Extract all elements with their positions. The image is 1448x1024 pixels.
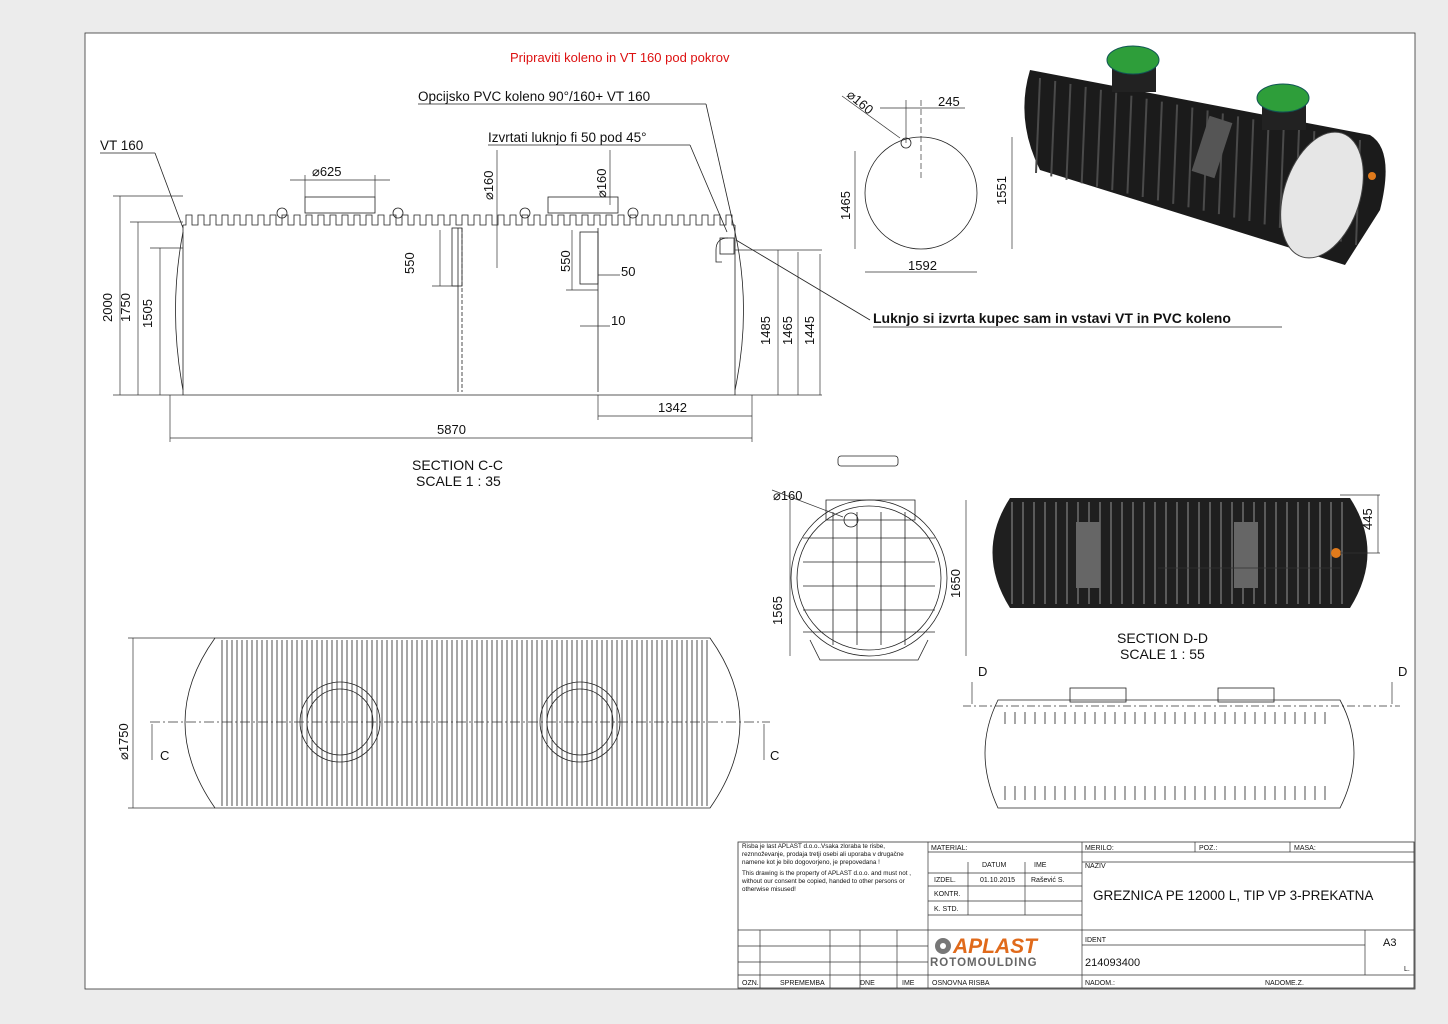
tb-kontr-label: KONTR. <box>934 891 961 898</box>
tb-ident-number: 214093400 <box>1085 957 1140 969</box>
dim-2000: 2000 <box>100 293 115 322</box>
section-cc-dimensions: 2000 1750 1505 ⌀625 ⌀160 ⌀160 550 550 50… <box>100 150 822 442</box>
dim-end-1592: 1592 <box>908 258 937 273</box>
tb-nadom: NADOM.: <box>1085 980 1115 987</box>
cut-c-left: C <box>160 748 169 763</box>
dim-550-a: 550 <box>402 252 417 274</box>
note-vt160: VT 160 <box>100 138 143 153</box>
aplast-logo: APLAST ROTOMOULDING <box>930 935 1039 969</box>
section-dd-scale: SCALE 1 : 55 <box>1120 646 1205 662</box>
title-block: Risba je last APLAST d.o.o..Vsaka zlorab… <box>737 841 1415 989</box>
dim-5870: 5870 <box>437 422 466 437</box>
tb-nadomez: NADOME.Z. <box>1265 980 1304 987</box>
note-drill-hole: Izvrtati luknjo fi 50 pod 45° <box>488 130 647 145</box>
ownership-notice-en: This drawing is the property of APLAST d… <box>742 870 911 893</box>
dim-1750: 1750 <box>118 293 133 322</box>
note-pvc-elbow: Opcijsko PVC koleno 90°/160+ VT 160 <box>418 89 650 104</box>
dim-end-1551: 1551 <box>994 176 1009 205</box>
section-cc-title: SECTION C-C <box>412 457 503 473</box>
dim-d160-a: ⌀160 <box>481 170 496 200</box>
tb-izdel-name: Rašević S. <box>1031 877 1065 884</box>
dim-550-b: 550 <box>558 250 573 272</box>
section-dd-view: 445 <box>992 494 1380 608</box>
dim-sec-d160: ⌀160 <box>773 488 803 503</box>
tb-dne: DNE <box>860 980 875 987</box>
front-view: D D <box>963 664 1407 809</box>
section-cc-view <box>175 196 744 396</box>
dim-1465: 1465 <box>780 316 795 345</box>
plan-view: ⌀1750 C C <box>116 637 779 809</box>
cut-d-right: D <box>1398 664 1407 679</box>
dim-10: 10 <box>611 313 625 328</box>
dim-plan-d1750: ⌀1750 <box>116 723 131 760</box>
tb-drawing-name: GREZNICA PE 12000 L, TIP VP 3-PREKATNA <box>1093 888 1373 903</box>
tb-sheet: L. <box>1404 966 1410 973</box>
ownership-notice-sl: Risba je last APLAST d.o.o..Vsaka zlorab… <box>742 843 904 866</box>
tb-material-label: MATERIAL: <box>931 845 967 852</box>
dim-1505: 1505 <box>140 299 155 328</box>
dim-end-1465: 1465 <box>838 191 853 220</box>
tb-ime2: IME <box>902 980 915 987</box>
dim-dd-445: 445 <box>1360 508 1375 530</box>
tb-masa-label: MASA: <box>1294 845 1316 852</box>
tb-naziv-label: NAZIV <box>1085 863 1106 870</box>
note-customer-drill: Luknjo si izvrta kupec sam in vstavi VT … <box>873 310 1231 326</box>
tb-ident-label: IDENT <box>1085 937 1107 944</box>
dim-1485: 1485 <box>758 316 773 345</box>
section-cc-scale: SCALE 1 : 35 <box>416 473 501 489</box>
dim-end-245: 245 <box>938 94 960 109</box>
tb-osnovna-risba: OSNOVNA RISBA <box>932 980 990 987</box>
tank-3d-render <box>1024 45 1386 265</box>
dim-sec-1650: 1650 <box>948 569 963 598</box>
tb-sprememba: SPREMEMBA <box>780 980 825 987</box>
tb-poz-label: POZ.: <box>1199 845 1217 852</box>
cut-c-right: C <box>770 748 779 763</box>
note-prepare-elbow: Pripraviti koleno in VT 160 pod pokrov <box>510 50 730 65</box>
logo-aplast: APLAST <box>952 935 1039 958</box>
dim-d625: ⌀625 <box>312 164 342 179</box>
tb-ime-label: IME <box>1034 862 1047 869</box>
section-dd-title: SECTION D-D <box>1117 630 1208 646</box>
tb-datum-label: DATUM <box>982 862 1007 869</box>
dim-1342: 1342 <box>658 400 687 415</box>
tb-format: A3 <box>1383 937 1396 949</box>
tb-izdel-date: 01.10.2015 <box>980 877 1015 884</box>
cut-d-left: D <box>978 664 987 679</box>
cross-section-view: 1565 1650 ⌀160 <box>770 455 967 661</box>
tb-ozn: OZN. <box>742 980 759 987</box>
tb-izdel-label: IZDEL. <box>934 877 956 884</box>
dim-d160-b: ⌀160 <box>594 168 609 198</box>
dim-50: 50 <box>621 264 635 279</box>
dim-1445: 1445 <box>802 316 817 345</box>
tb-kstd-label: K. STD. <box>934 906 959 913</box>
tb-merilo-label: MERILO: <box>1085 845 1114 852</box>
dim-sec-1565: 1565 <box>770 596 785 625</box>
logo-rotomoulding: ROTOMOULDING <box>930 957 1038 969</box>
